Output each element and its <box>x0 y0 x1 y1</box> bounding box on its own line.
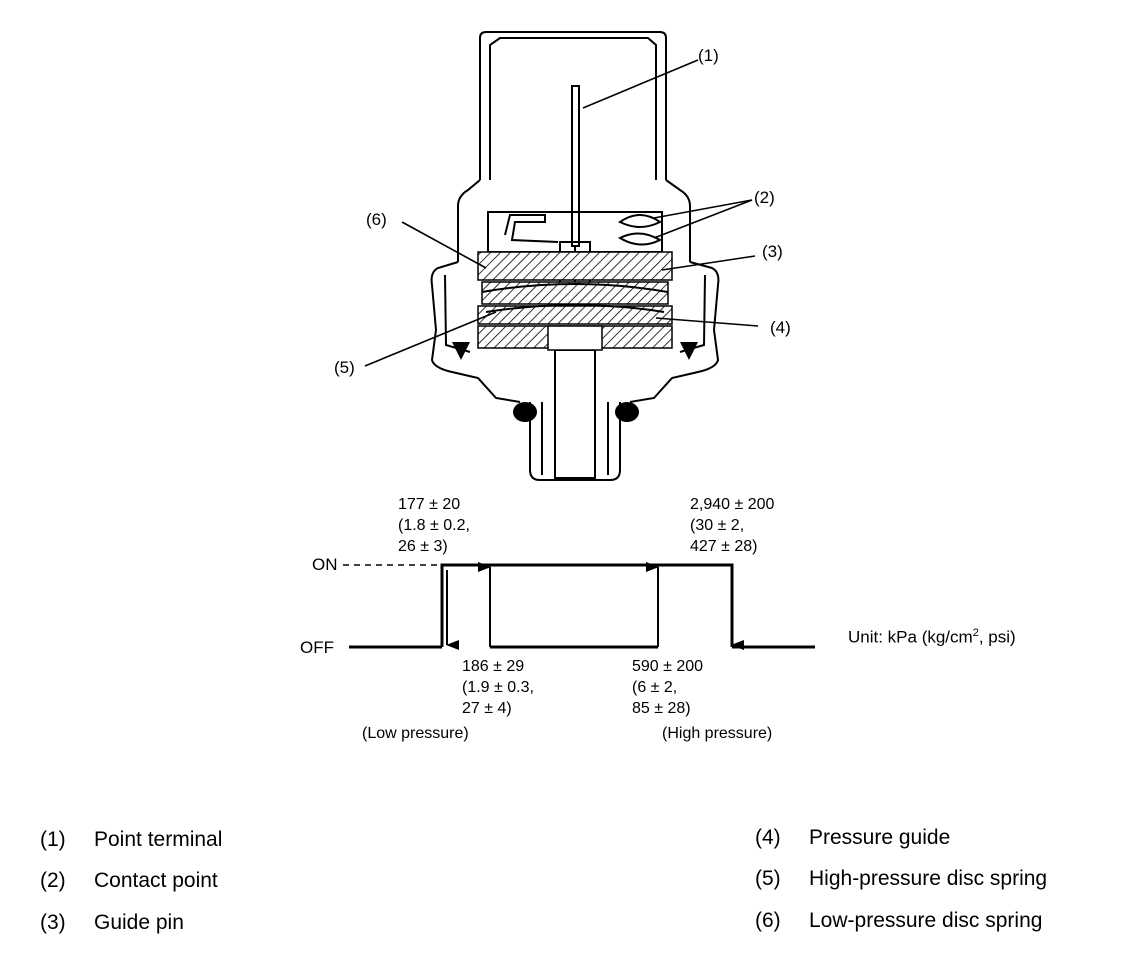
leader-lines <box>364 59 759 367</box>
low-off-value-kpa: 186 ± 29 <box>462 658 525 675</box>
graph-off-label: OFF <box>300 638 334 657</box>
legend-label: High-pressure disc spring <box>809 867 1048 890</box>
graph-on-label: ON <box>312 555 338 574</box>
legend-item-6: (6) Low-pressure disc spring <box>755 909 1042 933</box>
unit-label-suffix: , psi) <box>978 627 1016 647</box>
low-off-value: 186 ± 29 (1.9 ± 0.3, 27 ± 4) <box>462 656 534 719</box>
high-off-value-kgcm2: (30 ± 2, <box>690 517 745 534</box>
legend-label: Point terminal <box>94 828 223 851</box>
low-off-value-psi: 27 ± 4) <box>462 700 512 717</box>
unit-label-prefix: Unit: kPa (kg/cm <box>848 627 973 647</box>
callout-2: (2) <box>754 188 775 207</box>
high-off-value-kpa: 2,940 ± 200 <box>690 496 775 513</box>
high-off-value: 2,940 ± 200 (30 ± 2, 427 ± 28) <box>690 494 774 557</box>
legend-num: (6) <box>755 909 781 932</box>
callout-5: (5) <box>334 358 355 377</box>
legend-item-4: (4) Pressure guide <box>755 826 950 850</box>
legend-item-1: (1) Point terminal <box>40 828 222 852</box>
high-off-value-psi: 427 ± 28) <box>690 538 758 555</box>
high-pressure-caption: (High pressure) <box>662 725 773 742</box>
callout-1: (1) <box>698 46 719 65</box>
legend-num: (5) <box>755 867 781 890</box>
low-on-value-kgcm2: (1.8 ± 0.2, <box>398 517 470 534</box>
legend-label: Pressure guide <box>809 826 951 849</box>
legend-label: Low-pressure disc spring <box>809 909 1043 932</box>
low-on-value: 177 ± 20 (1.8 ± 0.2, 26 ± 3) <box>398 494 470 557</box>
legend-num: (2) <box>40 869 66 892</box>
legend-item-5: (5) High-pressure disc spring <box>755 867 1047 891</box>
low-on-value-psi: 26 ± 3) <box>398 538 448 555</box>
low-pressure-caption: (Low pressure) <box>362 725 469 742</box>
legend-item-2: (2) Contact point <box>40 869 218 893</box>
callout-4: (4) <box>770 318 791 337</box>
high-on-value-psi: 85 ± 28) <box>632 700 691 717</box>
legend-item-3: (3) Guide pin <box>40 911 184 935</box>
callout-6: (6) <box>366 210 387 229</box>
graph-step-line <box>440 563 734 647</box>
legend-num: (1) <box>40 828 66 851</box>
legend-num: (4) <box>755 826 781 849</box>
unit-label: Unit: kPa (kg/cm2, psi) <box>848 627 1016 648</box>
legend-label: Contact point <box>94 869 218 892</box>
low-off-value-kgcm2: (1.9 ± 0.3, <box>462 679 534 696</box>
o-rings <box>513 402 639 422</box>
pressure-graph <box>343 562 815 650</box>
high-on-value-kgcm2: (6 ± 2, <box>632 679 678 696</box>
low-on-value-kpa: 177 ± 20 <box>398 496 461 513</box>
legend-num: (3) <box>40 911 66 934</box>
callout-3: (3) <box>762 242 783 261</box>
legend-label: Guide pin <box>94 911 184 934</box>
switch-hatched-parts <box>477 251 673 351</box>
high-on-value: 590 ± 200 (6 ± 2, 85 ± 28) <box>632 656 703 719</box>
high-on-value-kpa: 590 ± 200 <box>632 658 704 675</box>
crimp-teeth <box>452 342 698 360</box>
unit-label-superscript: 2 <box>972 627 979 639</box>
